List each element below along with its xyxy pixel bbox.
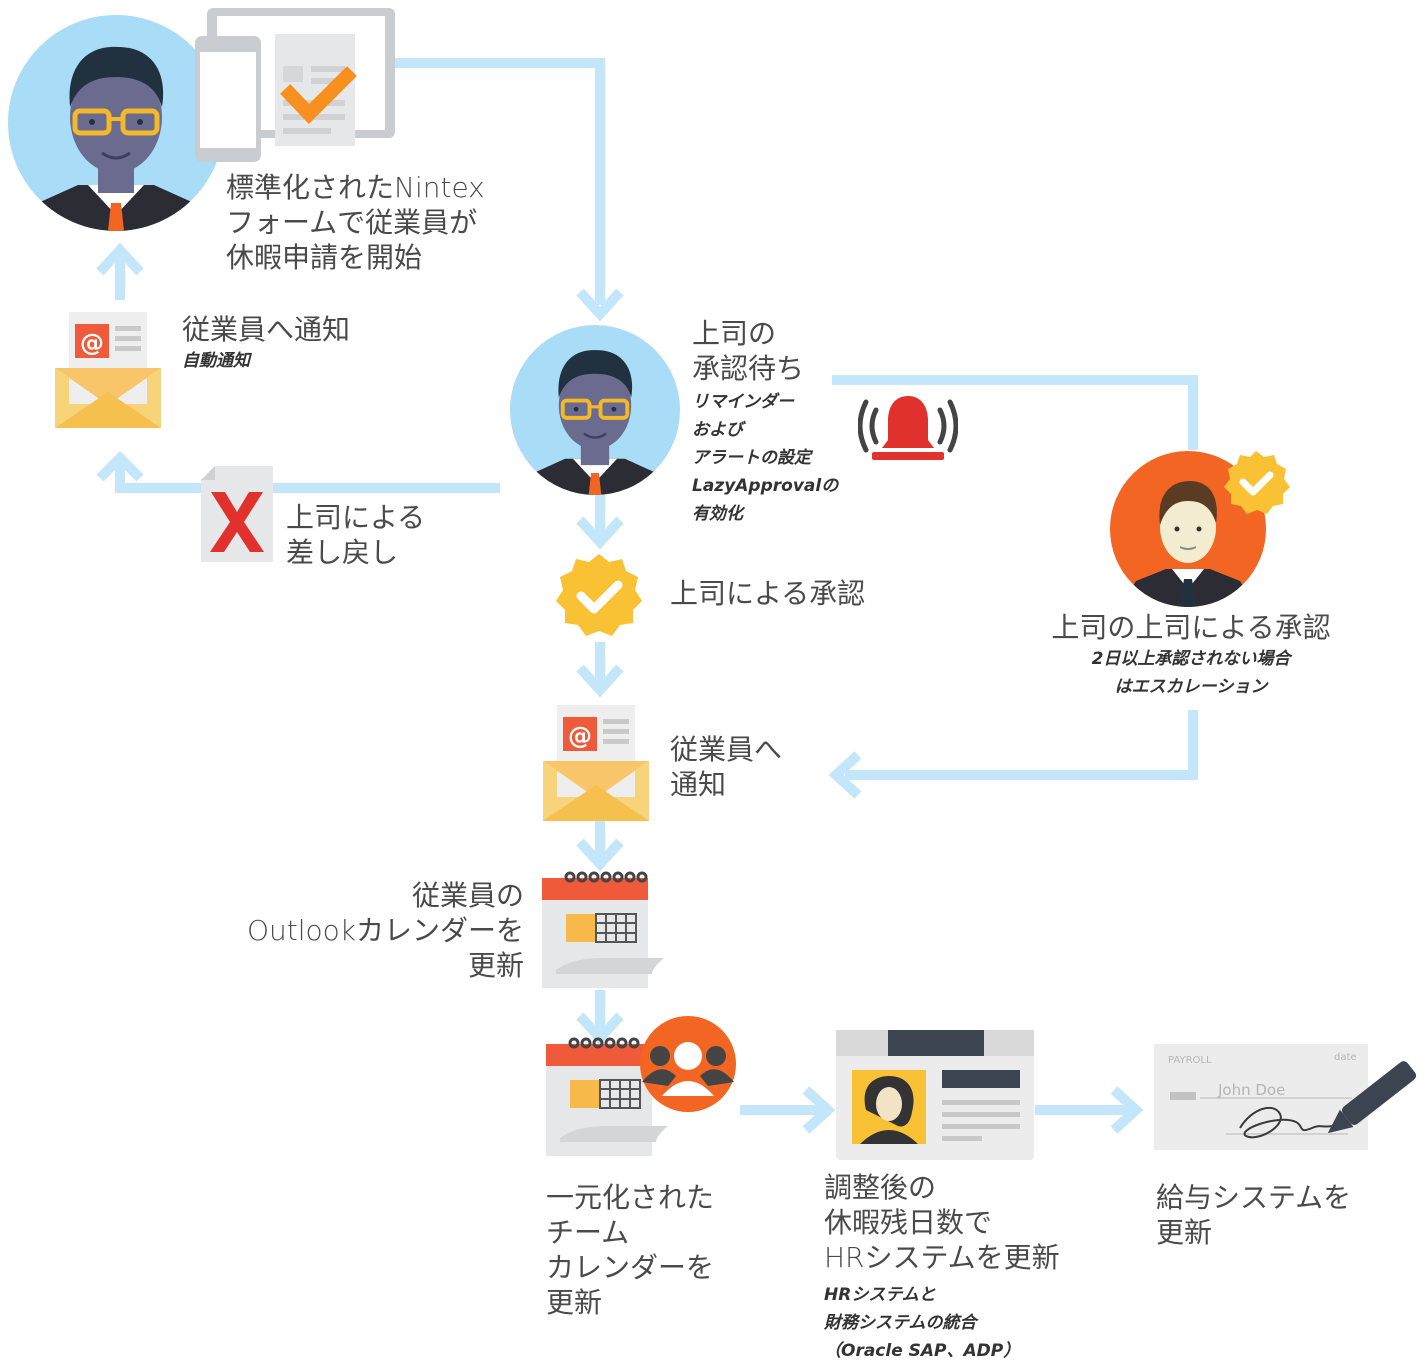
hr-sub-line: 財務システムの統合 xyxy=(824,1313,977,1334)
arrowhead-to-hr xyxy=(802,1086,836,1134)
arrowhead-to-manager xyxy=(576,288,624,322)
hr-sub-line: （Oracle SAP、ADP） xyxy=(824,1341,1021,1362)
payroll-date: date xyxy=(1334,1052,1357,1063)
notify-mid-line: 従業員へ xyxy=(670,733,783,766)
payroll-label-line: 給与システムを xyxy=(1156,1181,1352,1214)
calendar-icon xyxy=(542,870,664,990)
rejection-document-icon xyxy=(201,466,273,562)
rejected-label: 上司による 差し戻し xyxy=(286,500,425,570)
pending-sub-line: LazyApprovalの xyxy=(692,476,839,497)
rejected-label-line: 差し戻し xyxy=(286,536,399,569)
svg-text:@: @ xyxy=(80,329,104,357)
pending-sub-line: 有効化 xyxy=(692,504,743,525)
payroll-label-line: 更新 xyxy=(1156,1216,1213,1249)
payroll-name: John Doe xyxy=(1217,1081,1285,1099)
outlook-update-label: 従業員の Outlookカレンダーを 更新 xyxy=(180,878,524,983)
approval-badge-icon xyxy=(555,552,643,640)
pending-label-line: 承認待ち xyxy=(692,352,805,385)
payroll-title: PAYROLL xyxy=(1168,1055,1212,1066)
notify-top-title: 従業員へ通知 xyxy=(182,313,351,346)
skip-level-manager-avatar xyxy=(1110,447,1296,607)
connector-skip-level-to-notify xyxy=(845,710,1198,780)
pending-sub-line: アラートの設定 xyxy=(692,448,811,469)
arrowhead-to-payroll xyxy=(1110,1086,1144,1134)
email-envelope-icon: @ xyxy=(55,310,161,428)
arrowhead-to-outlook xyxy=(576,838,624,872)
arrowhead-to-notify-top xyxy=(96,450,144,482)
notify-employee-top-label: 従業員へ通知 自動通知 xyxy=(182,312,350,375)
start-label-line: フォームで従業員が xyxy=(226,206,478,239)
payroll-label: 給与システムを 更新 xyxy=(1156,1180,1351,1250)
manager-pending-label: 上司の 承認待ち リマインダー および アラートの設定 LazyApproval… xyxy=(692,316,838,528)
hr-update-label: 調整後の 休暇残日数で HRシステムを更新 HRシステムと 財務システムの統合 … xyxy=(824,1170,1060,1365)
rejected-label-line: 上司による xyxy=(286,501,426,534)
hr-sub-line: HRシステムと xyxy=(824,1285,936,1305)
pending-label-line: 上司の xyxy=(692,317,777,350)
team-calendar-icon xyxy=(546,1016,738,1160)
hr-label-line: 休暇残日数で xyxy=(824,1206,993,1239)
notify-top-sub: 自動通知 xyxy=(182,351,250,371)
skip-level-title: 上司の上司による承認 xyxy=(1051,611,1331,644)
skip-level-sub-line: はエスカレーション xyxy=(1114,677,1268,698)
payroll-check-icon: PAYROLL date John Doe xyxy=(1152,1032,1422,1154)
skip-level-sub-line: 2日以上承認されない場合 xyxy=(1091,649,1291,669)
start-label-line: 標準化されたNintex xyxy=(226,171,485,204)
hr-label-line: 調整後の xyxy=(824,1171,937,1204)
hr-label-line: HRシステムを更新 xyxy=(824,1241,1060,1274)
manager-approval-label: 上司による承認 xyxy=(670,576,865,611)
arrowhead-to-start xyxy=(96,242,144,276)
pending-sub-line: および xyxy=(692,420,743,441)
team-label-line: 更新 xyxy=(546,1286,603,1319)
outlook-label-line: Outlookカレンダーを xyxy=(246,914,524,947)
start-label-line: 休暇申請を開始 xyxy=(226,241,423,274)
notify-employee-mid-label: 従業員へ 通知 xyxy=(670,732,782,802)
hr-id-card-icon xyxy=(836,1030,1034,1160)
team-calendar-label: 一元化された チーム カレンダーを 更新 xyxy=(546,1180,714,1320)
email-envelope-icon: @ xyxy=(543,703,649,821)
svg-text:@: @ xyxy=(568,722,592,750)
connector-pending-to-skip-level xyxy=(832,375,1198,450)
team-label-line: チーム xyxy=(546,1216,630,1249)
alarm-bell-icon xyxy=(858,390,958,466)
arrowhead-to-notify-mid xyxy=(576,664,624,698)
connector-reject-path xyxy=(115,460,500,493)
connector-start-to-manager xyxy=(395,58,605,305)
pending-sub-line: リマインダー xyxy=(692,392,794,412)
arrowhead-to-approval xyxy=(576,516,624,550)
approval-title: 上司による承認 xyxy=(670,577,866,610)
outlook-label-line: 従業員の xyxy=(411,879,524,912)
skip-level-label: 上司の上司による承認 2日以上承認されない場合 はエスカレーション xyxy=(1038,610,1344,701)
team-label-line: 一元化された xyxy=(546,1181,715,1214)
manager-avatar xyxy=(510,325,680,495)
notify-mid-line: 通知 xyxy=(670,768,727,801)
team-label-line: カレンダーを xyxy=(546,1251,715,1284)
start-step-label: 標準化されたNintex フォームで従業員が 休暇申請を開始 xyxy=(226,170,485,275)
arrowhead-from-skip-level xyxy=(828,751,862,799)
tablet-form-icon xyxy=(195,6,397,162)
outlook-label-line: 更新 xyxy=(467,949,524,982)
employee-avatar xyxy=(8,15,224,231)
